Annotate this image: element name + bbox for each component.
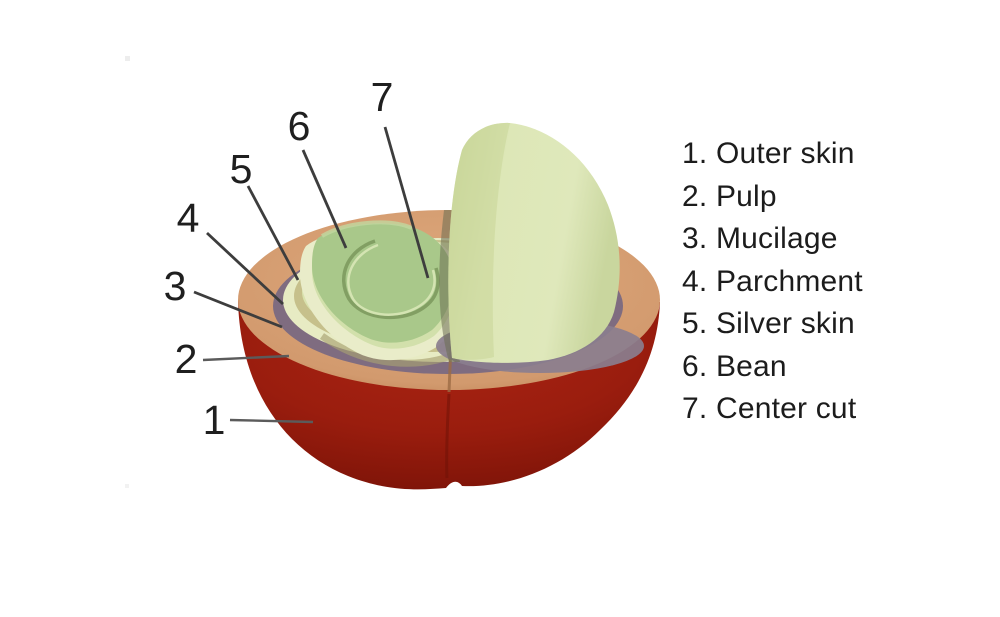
callout-number-5: 5 bbox=[230, 146, 253, 192]
legend-item-parchment: 4. Parchment bbox=[682, 264, 863, 298]
legend-item-silver-skin: 5. Silver skin bbox=[682, 307, 855, 340]
outer-skin-front-seam bbox=[445, 393, 451, 479]
leader-line-2 bbox=[202, 354, 290, 362]
legend-item-bean: 6. Bean bbox=[682, 349, 787, 383]
leader-line-5 bbox=[246, 185, 300, 281]
legend-item-center-cut: 7. Center cut bbox=[682, 392, 857, 425]
bean-top-highlight bbox=[320, 220, 413, 238]
legend-item-mucilage: 3. Mucilage bbox=[682, 222, 838, 255]
leader-line-4 bbox=[206, 231, 284, 306]
leader-line-7 bbox=[383, 126, 430, 279]
leader-line-1 bbox=[229, 418, 314, 424]
callout-number-3: 3 bbox=[164, 263, 187, 309]
legend-item-pulp: 2. Pulp bbox=[682, 179, 777, 213]
center-cut-groove-highlight bbox=[347, 243, 436, 316]
leader-line-6 bbox=[301, 149, 348, 249]
callout-number-1: 1 bbox=[203, 397, 226, 443]
center-cut-groove-shadow bbox=[342, 239, 440, 320]
legend: 1. Outer skin 2. Pulp 3. Mucilage 4. Par… bbox=[682, 133, 912, 431]
upright-bean-left-face bbox=[448, 122, 510, 360]
callout-number-4: 4 bbox=[177, 195, 200, 241]
stray-mark bbox=[125, 484, 129, 488]
legend-item-outer-skin: 1. Outer skin bbox=[682, 137, 855, 170]
leader-line-3 bbox=[193, 290, 283, 329]
callout-number-7: 7 bbox=[371, 74, 394, 120]
callout-number-2: 2 bbox=[175, 336, 198, 382]
stray-mark bbox=[125, 56, 130, 61]
callout-number-6: 6 bbox=[288, 103, 311, 149]
